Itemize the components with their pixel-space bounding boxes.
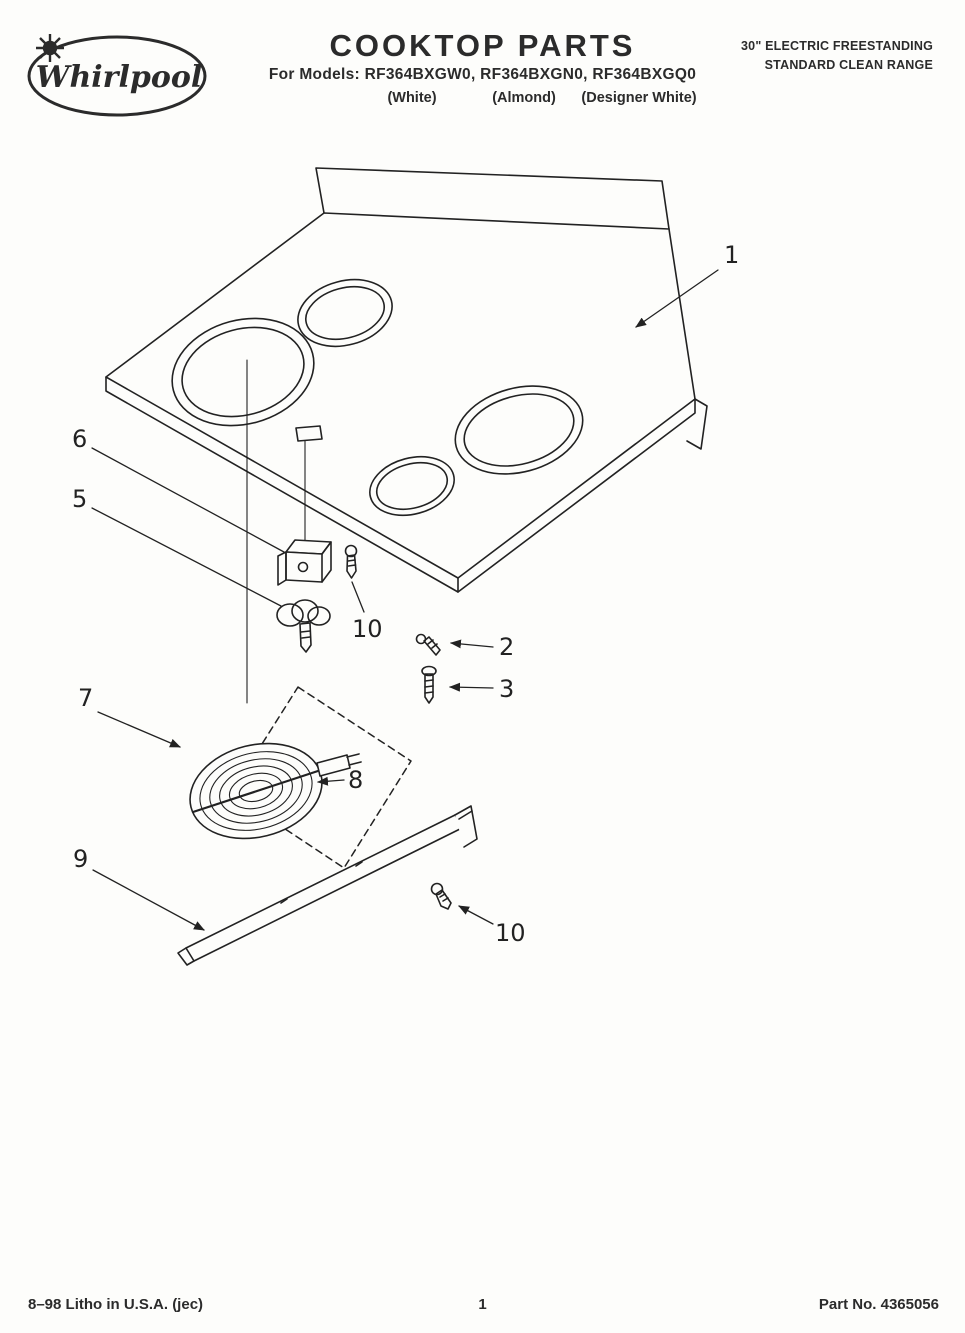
sunburst-icon bbox=[36, 34, 64, 62]
leader-line-9 bbox=[92, 869, 205, 931]
leader-line-7 bbox=[97, 711, 181, 748]
leader-line-6 bbox=[91, 447, 285, 553]
model-color-designer-white: (Designer White) bbox=[581, 90, 697, 106]
element-crossbar bbox=[191, 768, 323, 814]
logo-oval bbox=[27, 35, 207, 117]
burner-opening-right-front bbox=[369, 455, 455, 517]
element-terminal-prong bbox=[346, 753, 360, 758]
leader-line-3 bbox=[449, 682, 494, 692]
coil-loop bbox=[307, 606, 331, 626]
screw-shaft bbox=[346, 554, 357, 579]
element-ring bbox=[219, 765, 293, 817]
surface-element bbox=[189, 742, 362, 840]
rail-right-flange bbox=[454, 805, 478, 848]
callout-2: 2 bbox=[499, 633, 514, 661]
screw-thread bbox=[424, 679, 434, 682]
element-ring bbox=[228, 772, 284, 810]
screw-10-lower bbox=[430, 882, 452, 910]
bracket-front-face bbox=[285, 551, 323, 583]
leader-line-10-upper bbox=[351, 581, 365, 613]
leader-line-8 bbox=[317, 776, 345, 786]
screw-3 bbox=[421, 665, 437, 704]
callout-9: 9 bbox=[73, 845, 88, 873]
screw-thread bbox=[347, 564, 357, 567]
callout-7: 7 bbox=[78, 684, 93, 712]
range-type-block: 30" ELECTRIC FREESTANDING STANDARD CLEAN… bbox=[741, 37, 933, 76]
cooktop-side-tab bbox=[686, 398, 708, 450]
pin-thread bbox=[301, 636, 311, 639]
screw-shaft bbox=[424, 673, 434, 704]
leader-line-10-lower bbox=[458, 905, 494, 925]
range-type-line2: STANDARD CLEAN RANGE bbox=[764, 58, 933, 73]
coil-loop bbox=[291, 599, 319, 623]
callout-5: 5 bbox=[72, 485, 87, 513]
screw-shaft bbox=[435, 889, 452, 910]
leader-line-5 bbox=[91, 507, 282, 607]
burner-opening-left-front bbox=[171, 317, 315, 427]
bracket-left-flange bbox=[277, 551, 287, 586]
screw-thread bbox=[427, 639, 434, 645]
screw-thread bbox=[439, 893, 446, 898]
rail-slot-mark bbox=[280, 898, 288, 904]
cooktop-surface bbox=[105, 212, 696, 579]
pin-thread bbox=[300, 630, 311, 633]
cooktop-right-face bbox=[457, 398, 696, 593]
screw-2 bbox=[415, 633, 441, 656]
screw-10-upper bbox=[344, 544, 358, 579]
callout-10-upper: 10 bbox=[352, 615, 383, 643]
screw-thread bbox=[424, 691, 434, 694]
page-number: 1 bbox=[478, 1296, 487, 1313]
element-terminal-block bbox=[316, 754, 351, 777]
element-ring bbox=[199, 751, 313, 831]
whirlpool-logo: Whirlpool bbox=[20, 24, 210, 124]
callout-8: 8 bbox=[348, 766, 363, 794]
terminal-spring bbox=[276, 599, 331, 653]
model-color-almond: (Almond) bbox=[492, 90, 556, 106]
model-colors-row: (White) (Almond) (Designer White) bbox=[0, 90, 965, 110]
bracket-hole bbox=[297, 561, 309, 573]
burner-opening-right-rear bbox=[454, 385, 584, 475]
element-terminal-prong bbox=[348, 761, 362, 766]
page-title: COOKTOP PARTS bbox=[329, 28, 636, 63]
trim-rail bbox=[177, 805, 478, 966]
leader-lines bbox=[91, 269, 719, 931]
rail-flange-fold bbox=[458, 810, 473, 820]
logo-wordmark: Whirlpool bbox=[36, 60, 203, 95]
bracket-right-face bbox=[321, 541, 332, 583]
model-color-white: (White) bbox=[387, 90, 437, 106]
leader-line-1 bbox=[635, 269, 719, 328]
coil-loop bbox=[276, 603, 304, 627]
screw-shaft bbox=[423, 636, 441, 656]
part-number: Part No. 4365056 bbox=[818, 1296, 939, 1313]
range-type-line1: 30" ELECTRIC FREESTANDING bbox=[741, 39, 933, 53]
cooktop-panel bbox=[105, 167, 708, 593]
whirlpool-logo-art: Whirlpool bbox=[27, 34, 207, 117]
screw-thread bbox=[347, 559, 356, 562]
callout-labels: 1 6 5 10 2 3 7 8 9 10 bbox=[72, 241, 739, 947]
cooktop-front-face bbox=[105, 376, 459, 593]
rail-left-end bbox=[177, 947, 195, 966]
burner-opening-left-rear bbox=[297, 278, 393, 348]
leader-line-2 bbox=[450, 639, 494, 649]
rail-slot-mark bbox=[355, 861, 363, 867]
callout-10-lower: 10 bbox=[495, 919, 526, 947]
callout-3: 3 bbox=[499, 675, 514, 703]
screw-head bbox=[344, 544, 358, 558]
cooktop-backsplash bbox=[315, 167, 670, 230]
screw-thread bbox=[424, 685, 434, 688]
screw-thread bbox=[442, 897, 449, 902]
screw-thread bbox=[431, 643, 438, 649]
element-ring bbox=[209, 758, 303, 824]
callout-1: 1 bbox=[724, 241, 739, 269]
page-footer: 8–98 Litho in U.S.A. (jec) 1 Part No. 43… bbox=[0, 1287, 965, 1333]
ignitor-opening bbox=[295, 425, 323, 442]
callout-6: 6 bbox=[72, 425, 87, 453]
litho-note: 8–98 Litho in U.S.A. (jec) bbox=[28, 1296, 204, 1313]
receptacle-bracket bbox=[277, 539, 332, 586]
models-line: For Models: RF364BXGW0, RF364BXGN0, RF36… bbox=[268, 66, 697, 83]
